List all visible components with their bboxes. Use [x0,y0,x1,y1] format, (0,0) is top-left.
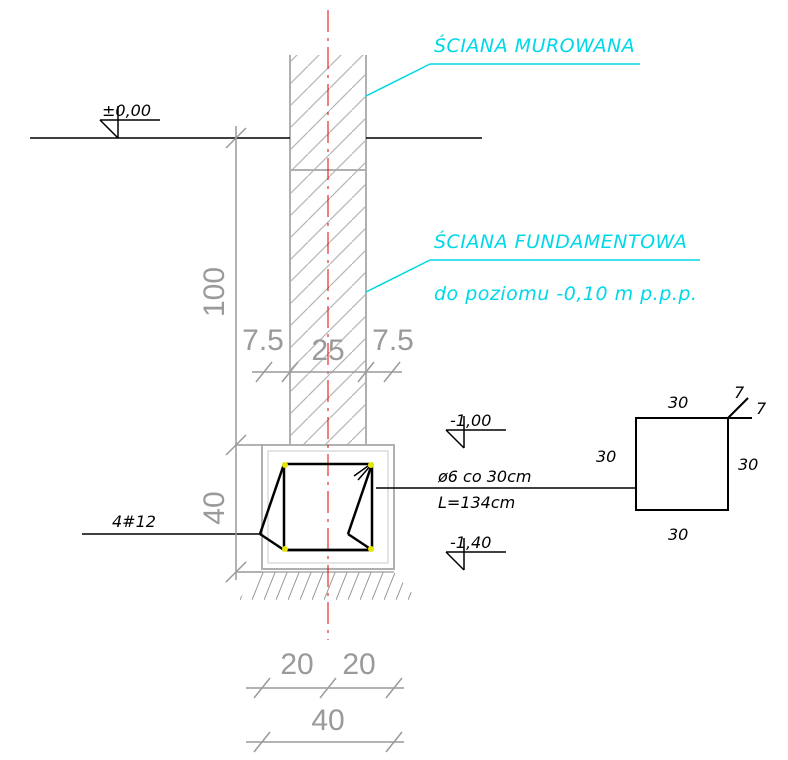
level-zero-label: ±0,00 [102,101,151,120]
full-dimension [246,731,404,753]
dim-footing-width: 40 [311,704,344,737]
stirrup-length-label: L=134cm [438,493,515,512]
dim-offset-right: 7.5 [372,324,414,357]
rebar-dots [282,462,374,552]
dim-wall-width: 25 [311,334,344,367]
detail-left: 30 [596,447,616,466]
level-footing-top-label: -1,00 [450,411,491,430]
stirrup [258,462,374,552]
stirrup-spec-label: ø6 co 30cm [437,467,531,486]
dim-half-left: 20 [280,648,313,681]
dim-half-right: 20 [342,648,375,681]
level-footing-bottom-label: -1,40 [450,533,491,552]
detail-top: 30 [668,393,688,412]
detail-hook-b: 7 [756,399,767,418]
wall-foundation-note: do poziomu -0,10 m p.p.p. [434,283,697,305]
dim-footing-height: 40 [198,491,231,524]
wall-masonry-label: ŚCIANA MUROWANA [434,33,635,57]
level-marker-zero [99,106,160,139]
detail-bottom: 30 [668,525,688,544]
level-marker-footing-top [445,416,506,449]
level-marker-footing-bottom [445,538,506,571]
cyan-leaders [365,63,700,293]
dim-offset-left: 7.5 [242,324,284,357]
stirrup-detail [635,397,752,511]
half-dimension [246,677,404,699]
main-rebar-label: 4#12 [112,512,156,531]
detail-right: 30 [738,455,758,474]
vertical-dimension [225,126,262,583]
top-dimension [252,361,402,383]
detail-hook-a: 7 [734,383,745,402]
wall-foundation-label: ŚCIANA FUNDAMENTOWA [434,229,687,253]
dim-wall-height: 100 [198,267,231,317]
